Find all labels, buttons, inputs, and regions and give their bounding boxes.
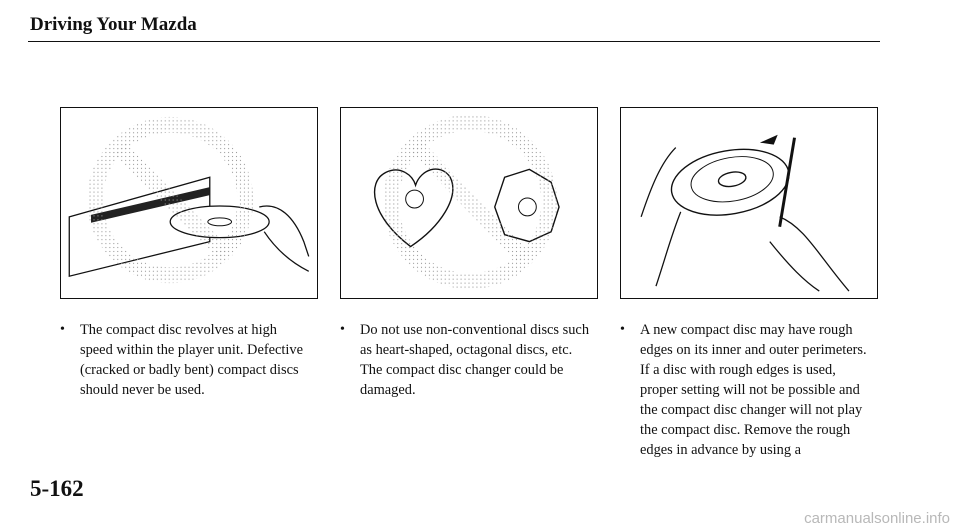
bullet-item-damaged-disc: • The compact disc revolves at high spee… (60, 320, 310, 400)
page-header-title: Driving Your Mazda (30, 14, 197, 35)
figure-rough-edges (620, 107, 878, 299)
bullet-item-rough-edges: • A new compact disc may have rough edge… (620, 320, 870, 460)
rough-edges-illustration (640, 134, 850, 292)
damaged-disc-illustration (68, 116, 310, 284)
bullet-dot: • (60, 322, 65, 337)
page-number: 5-162 (30, 476, 84, 501)
figure-damaged-disc (60, 107, 318, 299)
bullet-text: The compact disc revolves at high speed … (80, 322, 303, 398)
bullet-text: Do not use non-conventional discs such a… (360, 322, 590, 398)
figure-nonconventional-discs (340, 107, 598, 299)
bullet-dot: • (340, 322, 345, 337)
bullet-item-nonconventional-discs: • Do not use non-conventional discs such… (340, 320, 590, 400)
header-rule (28, 41, 880, 42)
footer-watermark[interactable]: carmanualsonline.info (804, 510, 950, 527)
bullet-dot: • (620, 322, 625, 337)
nonconventional-discs-illustration (373, 114, 560, 290)
bullet-text: A new compact disc may have rough edges … (640, 322, 867, 458)
